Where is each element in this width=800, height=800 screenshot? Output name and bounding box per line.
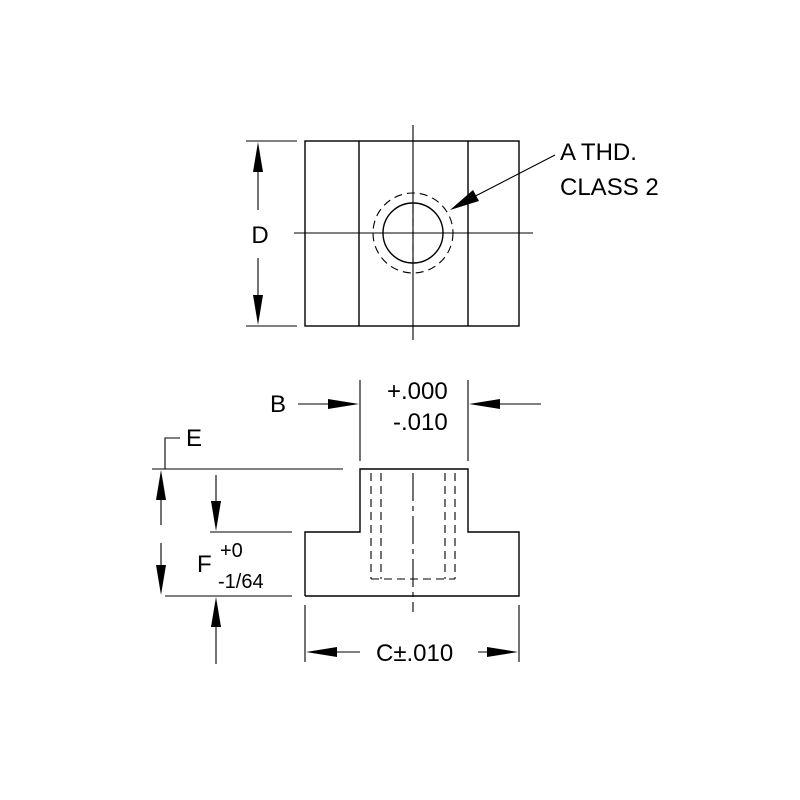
- e-arrow-down: [156, 565, 166, 595]
- front-view: B +.000 -.010 E F +0 -1/64 C±.010: [152, 378, 541, 667]
- d-arrow-down: [253, 295, 263, 325]
- top-view: D A THD. CLASS 2: [246, 125, 659, 340]
- b-arrow-right: [469, 399, 500, 409]
- f-tolerance-plus: +0: [220, 540, 243, 562]
- c-label: C±.010: [376, 640, 453, 667]
- f-tolerance-minus: -1/64: [218, 571, 264, 593]
- b-tolerance-plus: +.000: [387, 378, 448, 405]
- front-view-outline: [304, 468, 520, 597]
- d-arrow-up: [253, 142, 263, 172]
- thread-major-circle-hidden: [372, 192, 454, 274]
- d-label: D: [251, 222, 268, 249]
- c-arrow-right: [487, 647, 518, 657]
- b-label: B: [270, 391, 286, 418]
- c-arrow-left: [306, 647, 337, 657]
- f-label: F: [197, 551, 212, 578]
- e-arrow-up: [156, 470, 166, 500]
- a-thd-label-line1: A THD.: [560, 139, 637, 166]
- f-arrow-up: [211, 597, 221, 627]
- b-tolerance-minus: -.010: [393, 409, 448, 436]
- a-thd-leader-arrow: [450, 190, 479, 210]
- a-thd-label-line2: CLASS 2: [560, 174, 659, 201]
- e-leader-line: [164, 437, 180, 469]
- b-arrow-left: [328, 399, 359, 409]
- f-arrow-down: [211, 501, 221, 531]
- e-label: E: [186, 425, 202, 452]
